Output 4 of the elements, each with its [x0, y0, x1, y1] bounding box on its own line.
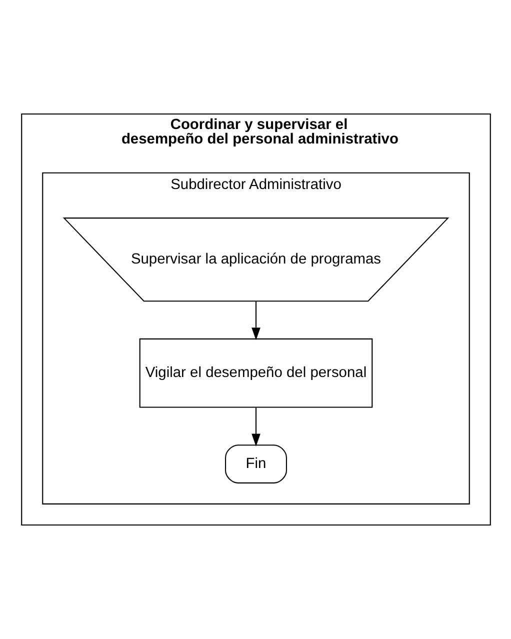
arrow — [251, 408, 260, 446]
node-box: Vigilar el desempeño del personal — [138, 338, 372, 408]
node-box: Fin — [224, 444, 286, 484]
arrow — [251, 301, 260, 340]
